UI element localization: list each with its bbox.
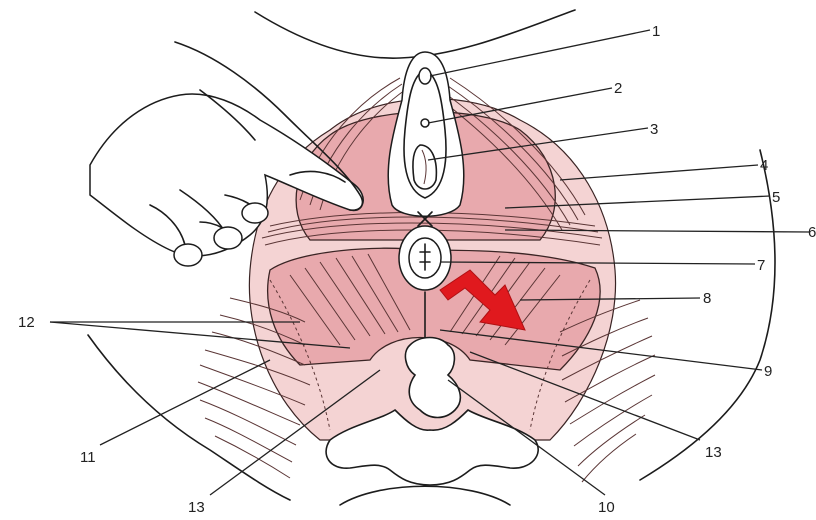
label-13-left: 13 [188,499,205,516]
label-10: 10 [598,499,615,516]
right-thigh-outline [640,150,775,480]
upper-thigh-outline [255,10,575,58]
label-5: 5 [772,189,780,206]
clitoris [419,68,431,84]
label-12: 12 [18,314,35,331]
leader-1 [430,30,650,76]
label-11: 11 [80,449,96,466]
label-3: 3 [650,121,658,138]
label-7: 7 [757,257,765,274]
label-8: 8 [703,290,711,307]
leader-4 [560,165,758,180]
label-6: 6 [808,224,816,241]
leader-11 [100,360,270,445]
label-2: 2 [614,80,622,97]
label-9: 9 [764,363,772,380]
left-thigh-outline [88,335,290,500]
label-1: 1 [652,23,660,40]
urethral-orifice [421,119,429,127]
label-13-right: 13 [705,444,722,461]
bottom-buttock-outline [340,486,510,505]
label-4: 4 [760,157,768,174]
